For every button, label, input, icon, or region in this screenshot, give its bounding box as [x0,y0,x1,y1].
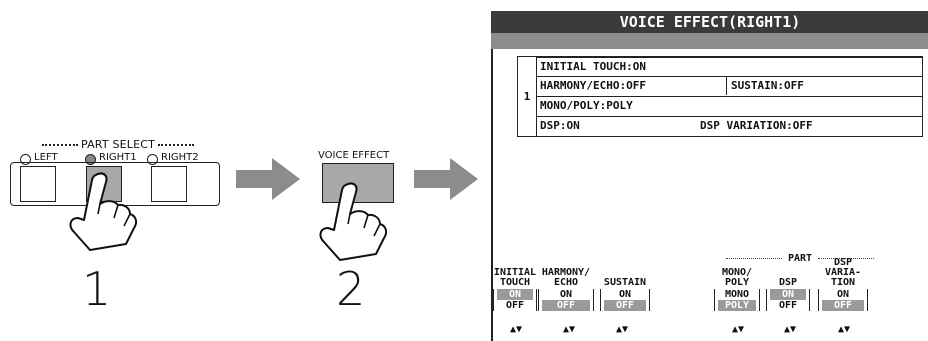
control-option: ON [497,289,533,300]
control-label: MONO/ POLY [721,267,753,288]
part-group-label: PART [720,253,880,264]
control-option: ON [559,289,573,300]
up-down-arrow-button[interactable]: ▲▼ [562,324,576,335]
part-right2-button[interactable] [151,166,187,202]
led-label-left: LEFT [34,152,58,163]
led-left [20,154,31,165]
arrow-right-icon [414,158,478,200]
up-down-arrow-button[interactable]: ▲▼ [509,324,523,335]
table-row: HARMONY/ECHO:OFF SUSTAIN:OFF [536,76,922,96]
initial-touch-value: INITIAL TOUCH:ON [540,60,646,73]
control-option: OFF [505,300,525,311]
dsp-variation-value: DSP VARIATION:OFF [700,119,813,132]
screen-subbar [491,33,928,49]
table-row: INITIAL TOUCH:ON [536,57,922,77]
control-label: SUSTAIN [603,277,647,288]
control-option: MONO [724,289,750,300]
settings-table: 1 INITIAL TOUCH:ON HARMONY/ECHO:OFF SUST… [517,56,923,137]
control-option: ON [618,289,632,300]
step-number-2: 2 [336,262,366,316]
control-label: DSP [778,277,798,288]
control-label: INITIAL TOUCH [493,267,537,288]
pressing-hand-icon [69,172,138,251]
voice-effect-button[interactable] [322,163,394,203]
up-down-arrow-button[interactable]: ▲▼ [783,324,797,335]
up-down-arrow-button[interactable]: ▲▼ [837,324,851,335]
control-dsp[interactable]: DSP ON OFF [766,258,810,311]
sustain-value: SUSTAIN:OFF [726,77,804,95]
control-option: OFF [778,300,798,311]
group-number: 1 [518,57,537,136]
control-label: HARMONY/ ECHO [541,267,591,288]
led-label-right1: RIGHT1 [99,152,137,163]
table-row: DSP:ON DSP VARIATION:OFF [536,116,922,136]
pressing-hand-icon [319,182,388,261]
control-option: OFF [822,300,864,311]
table-row: MONO/POLY:POLY [536,96,922,116]
part-select-title: PART SELECT [10,138,226,151]
control-option: OFF [542,300,590,311]
led-right1 [85,154,96,165]
control-sustain[interactable]: SUSTAIN ON OFF [600,258,650,311]
lcd-screen [491,11,928,341]
harmony-echo-value: HARMONY/ECHO:OFF [540,79,646,92]
control-harmony-echo[interactable]: HARMONY/ ECHO ON OFF [538,258,594,311]
control-mono-poly[interactable]: MONO/ POLY MONO POLY [714,258,760,311]
control-option: POLY [718,300,756,311]
control-option: ON [770,289,806,300]
dsp-value: DSP:ON [540,119,580,132]
led-right2 [147,154,158,165]
screen-title: VOICE EFFECT(RIGHT1) [491,11,928,33]
control-initial-touch[interactable]: INITIAL TOUCH ON OFF [493,258,537,311]
up-down-arrow-button[interactable]: ▲▼ [615,324,629,335]
up-down-arrow-button[interactable]: ▲▼ [731,324,745,335]
control-option: ON [836,289,850,300]
led-label-right2: RIGHT2 [161,152,199,163]
step-number-1: 1 [82,262,112,316]
control-label: DSP VARIA- TION [824,257,862,288]
arrow-right-icon [236,158,300,200]
part-left-button[interactable] [20,166,56,202]
control-option: OFF [604,300,646,311]
control-dsp-variation[interactable]: DSP VARIA- TION ON OFF [818,258,868,311]
mono-poly-value: MONO/POLY:POLY [540,99,633,112]
voice-effect-label: VOICE EFFECT [318,150,390,161]
